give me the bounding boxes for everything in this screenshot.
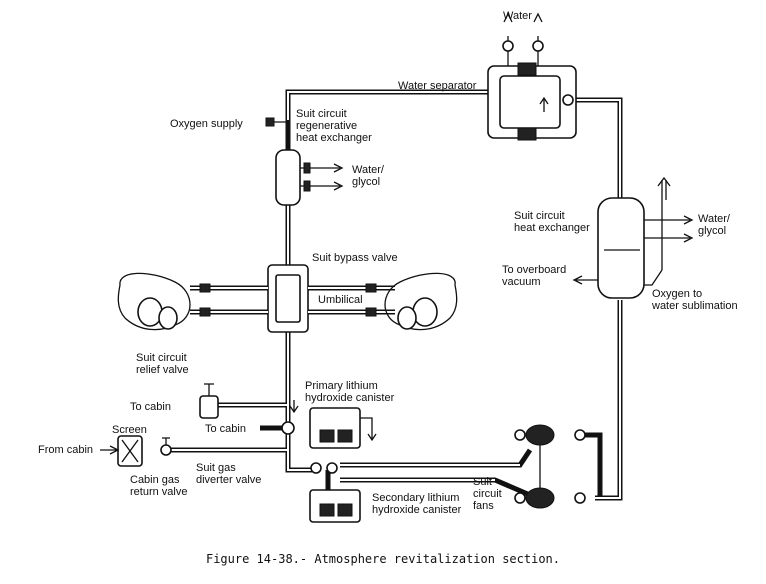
label-water-glycol-left: Water/ glycol: [352, 164, 384, 188]
label-to-cabin-2: To cabin: [205, 423, 246, 435]
suit-circuit-fans: [514, 424, 586, 509]
label-water-top: Water: [503, 10, 532, 22]
label-oxygen-to-sublimation: Oxygen to water sublimation: [652, 288, 738, 312]
label-suit-circuit-fans: Suit circuit fans: [473, 476, 502, 512]
label-primary-lioh: Primary lithium hydroxide canister: [305, 380, 395, 404]
label-to-overboard-vacuum: To overboard vacuum: [502, 264, 567, 288]
label-from-cabin: From cabin: [38, 444, 94, 456]
suit-bypass-and-umbilicals: [117, 264, 458, 333]
label-secondary-lioh: Secondary lithium hydroxide canister: [372, 492, 462, 516]
suit-circuit-heat-exchanger: [572, 176, 694, 299]
label-suit-circuit-hx: Suit circuit heat exchanger: [514, 210, 590, 234]
label-suit-gas-diverter-valve: Suit gas diverter valve: [196, 462, 262, 486]
label-cabin-gas-return-valve: Cabin gas return valve: [130, 474, 188, 498]
label-umbilical: Umbilical: [318, 294, 363, 306]
label-water-separator: Water separator: [398, 80, 477, 92]
label-suit-bypass-valve: Suit bypass valve: [312, 252, 398, 264]
water-separator-unit: [487, 12, 577, 141]
label-oxygen-supply: Oxygen supply: [170, 118, 243, 130]
label-suit-relief-valve: Suit circuit relief valve: [136, 352, 189, 376]
label-suit-regen-hx: Suit circuit regenerative heat exchanger: [296, 108, 372, 144]
label-water-glycol-right: Water/ glycol: [698, 213, 730, 237]
valves-left: [100, 383, 299, 467]
label-screen: Screen: [112, 424, 147, 436]
figure-caption: Figure 14-38.- Atmosphere revitalization…: [205, 552, 560, 566]
pipe-network: [170, 89, 623, 510]
lioh-canisters: [309, 407, 377, 523]
label-to-cabin-1: To cabin: [130, 401, 171, 413]
regenerative-heat-exchanger: [265, 117, 344, 206]
